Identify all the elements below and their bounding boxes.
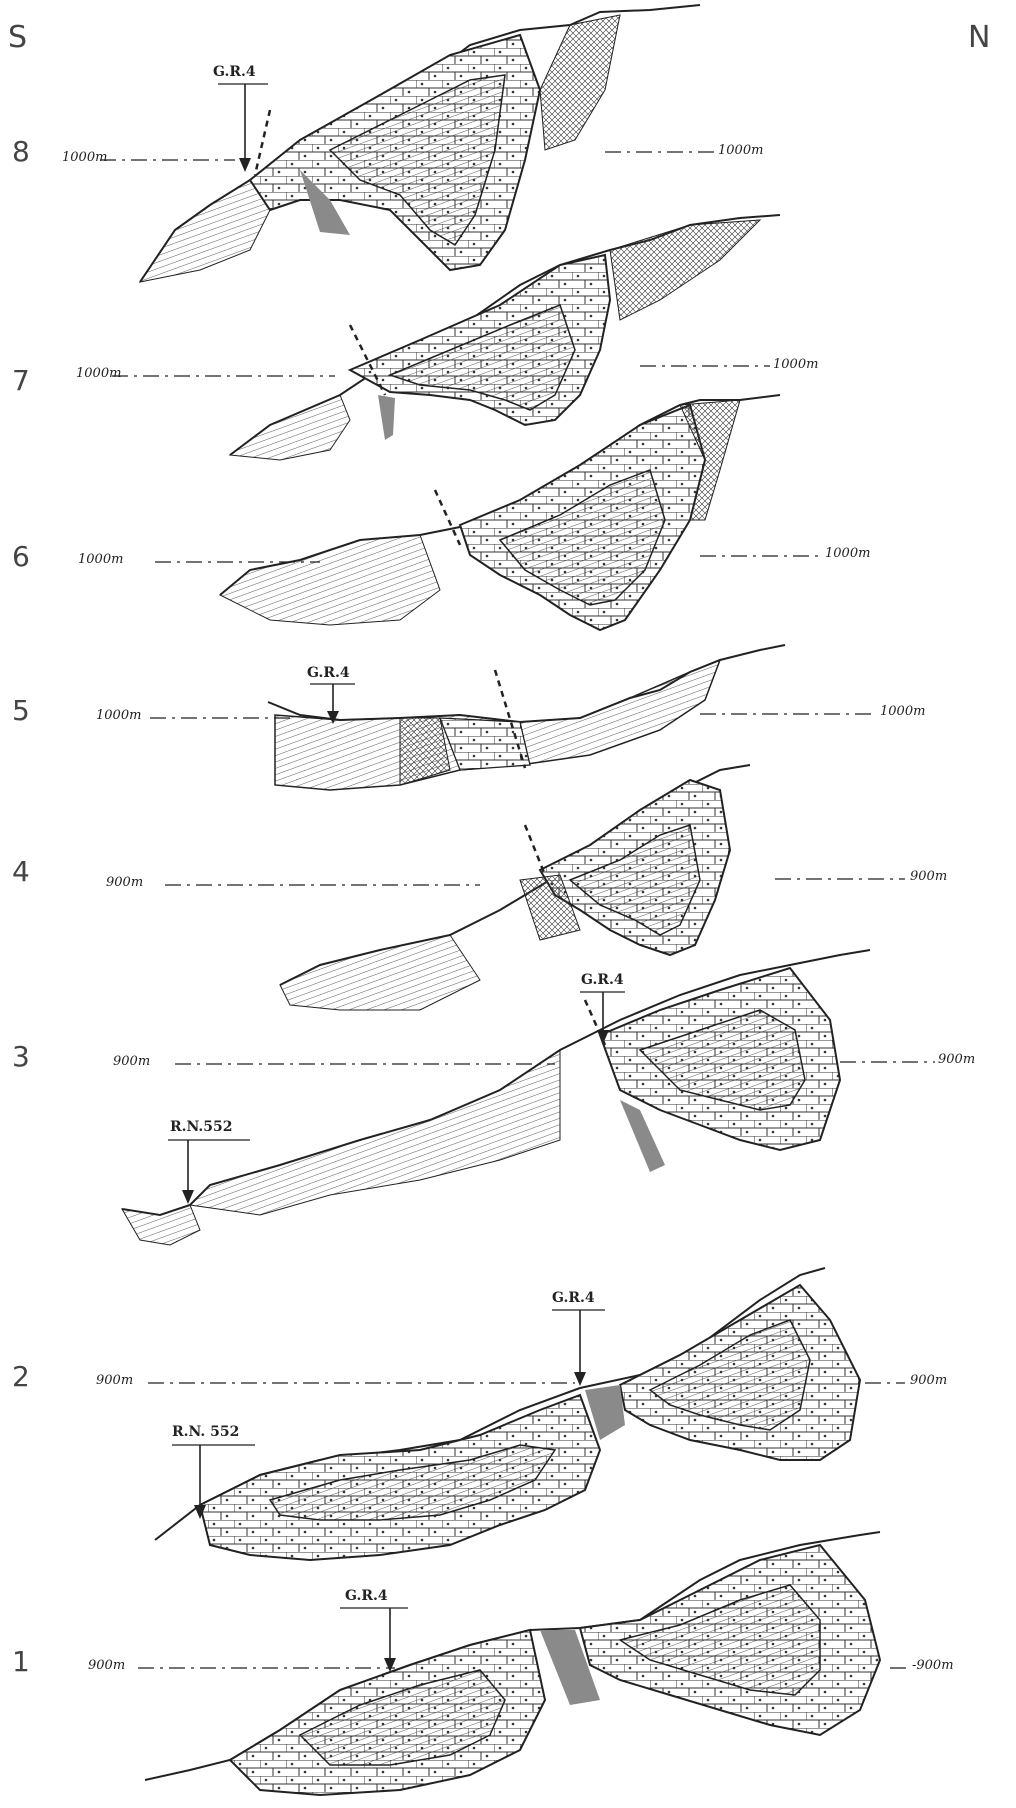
section-7-elevation-left: 1000m	[76, 366, 121, 381]
section-1-elevation-right: -900m	[912, 1658, 954, 1673]
section-7-number: 7	[12, 364, 30, 397]
section-3-number: 3	[12, 1040, 30, 1073]
section-5-number: 5	[12, 694, 30, 727]
section-2-gr4-label: G.R.4	[552, 1290, 595, 1306]
section-3-south-hatch	[122, 1205, 200, 1245]
section-6-fault-line	[435, 490, 460, 545]
north-label: N	[968, 20, 990, 55]
section-8-flank-hatch	[140, 180, 270, 282]
section-2-rn552-label: R.N. 552	[172, 1424, 239, 1440]
section-2-number: 2	[12, 1360, 30, 1393]
section-1-number: 1	[12, 1645, 30, 1678]
section-5-elevation-right: 1000m	[880, 704, 925, 719]
section-2-profile	[155, 1268, 860, 1560]
section-4-number: 4	[12, 855, 30, 888]
section-1-elevation-left: 900m	[88, 1658, 125, 1673]
section-3-flank-hatch	[190, 1050, 560, 1215]
south-label: S	[8, 20, 27, 55]
section-1-profile	[145, 1532, 880, 1795]
section-3-elevation-left: 900m	[113, 1054, 150, 1069]
section-7-fault-wedge	[378, 395, 395, 440]
section-8-profile	[140, 5, 700, 282]
section-4-elevation-right: 900m	[910, 869, 947, 884]
section-8-number: 8	[12, 135, 30, 168]
section-2-elevation-left: 900m	[96, 1373, 133, 1388]
section-4-profile	[280, 765, 750, 1010]
section-3-profile	[122, 950, 870, 1245]
section-6-elevation-right: 1000m	[825, 546, 870, 561]
section-7-elevation-right: 1000m	[773, 357, 818, 372]
section-4-flank-hatch	[280, 935, 480, 1010]
section-5-gr4-label: G.R.4	[307, 665, 350, 681]
section-2-gr4-arrowhead	[574, 1372, 586, 1386]
section-6-number: 6	[12, 540, 30, 573]
section-1-gr4-label: G.R.4	[345, 1588, 388, 1604]
section-4-elevation-left: 900m	[106, 875, 143, 890]
section-6-flank-hatch	[220, 535, 440, 625]
section-3-rn552-label: R.N.552	[170, 1119, 233, 1135]
section-8-elevation-right: 1000m	[718, 143, 763, 158]
section-4-fault-line	[525, 825, 545, 875]
section-7-north-hatch	[610, 220, 760, 320]
section-3-fault-wedge	[620, 1100, 665, 1172]
section-3-gr4-label: G.R.4	[581, 972, 624, 988]
section-8-elevation-left: 1000m	[62, 150, 107, 165]
section-3-elevation-right: 900m	[938, 1052, 975, 1067]
section-8-gr4-label: G.R.4	[213, 64, 256, 80]
section-8-gr4-arrowhead	[239, 158, 251, 172]
section-5-elevation-left: 1000m	[96, 708, 141, 723]
section-7-flank-hatch	[230, 395, 350, 460]
section-8-north-hatch	[540, 15, 620, 150]
section-6-elevation-left: 1000m	[78, 552, 123, 567]
section-2-elevation-right: 900m	[910, 1373, 947, 1388]
